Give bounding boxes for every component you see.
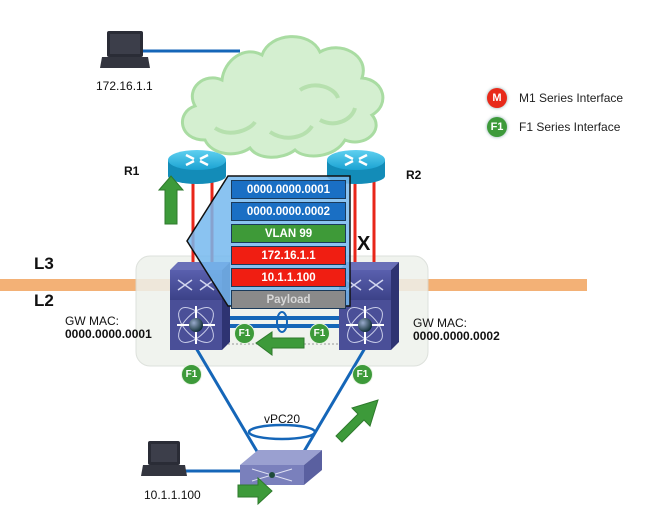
legend-item-f1: F1 F1 Series Interface xyxy=(487,117,620,137)
f1-badge-down-right: F1 xyxy=(352,364,373,385)
gw-mac-right-value: 0000.0000.0002 xyxy=(413,329,500,343)
flow-arrow-access xyxy=(237,476,273,506)
vpc-label: vPC20 xyxy=(264,412,301,426)
flow-arrow-left xyxy=(255,331,305,356)
router-r2-label: R2 xyxy=(406,168,422,182)
packet-field-payload: Payload xyxy=(231,290,346,309)
layer-l3-label: L3 xyxy=(34,254,54,273)
laptop-bottom-icon xyxy=(141,441,187,476)
gw-mac-left-label: GW MAC: xyxy=(65,314,119,328)
router-r1-label: R1 xyxy=(124,164,140,178)
host-top-ip: 172.16.1.1 xyxy=(96,79,153,93)
f1-badge-icon: F1 xyxy=(487,117,507,137)
laptop-top-icon xyxy=(100,31,150,68)
host-bottom-ip: 10.1.1.100 xyxy=(144,488,201,502)
flow-arrow-up xyxy=(157,175,185,225)
router-r1-icon xyxy=(168,150,226,184)
cloud-icon xyxy=(180,35,385,159)
packet-field-dst-ip: 172.16.1.1 xyxy=(231,246,346,265)
access-switch-icon xyxy=(240,450,322,485)
gw-mac-left-value: 0000.0000.0001 xyxy=(65,327,152,341)
f1-badge-down-left: F1 xyxy=(181,364,202,385)
f1-badge-peer-right: F1 xyxy=(309,323,330,344)
layer-l2-label: L2 xyxy=(34,291,54,310)
legend-label-m1: M1 Series Interface xyxy=(519,91,624,105)
packet-field-src-mac: 0000.0000.0002 xyxy=(231,202,346,221)
packet-field-vlan: VLAN 99 xyxy=(231,224,346,243)
flow-arrow-diagonal xyxy=(335,399,379,443)
legend-item-m1: M M1 Series Interface xyxy=(487,88,623,108)
f1-badge-peer-left: F1 xyxy=(234,323,255,344)
gw-mac-right-label: GW MAC: xyxy=(413,316,467,330)
packet-field-src-ip: 10.1.1.100 xyxy=(231,268,346,287)
failed-link-x: X xyxy=(357,233,371,255)
m1-badge-icon: M xyxy=(487,88,507,108)
switch-right-icon xyxy=(339,262,399,350)
link-left-access xyxy=(194,347,267,466)
packet-field-dst-mac: 0000.0000.0001 xyxy=(231,180,346,199)
vpc-bundle-ring xyxy=(247,423,317,441)
legend-label-f1: F1 Series Interface xyxy=(519,120,621,134)
